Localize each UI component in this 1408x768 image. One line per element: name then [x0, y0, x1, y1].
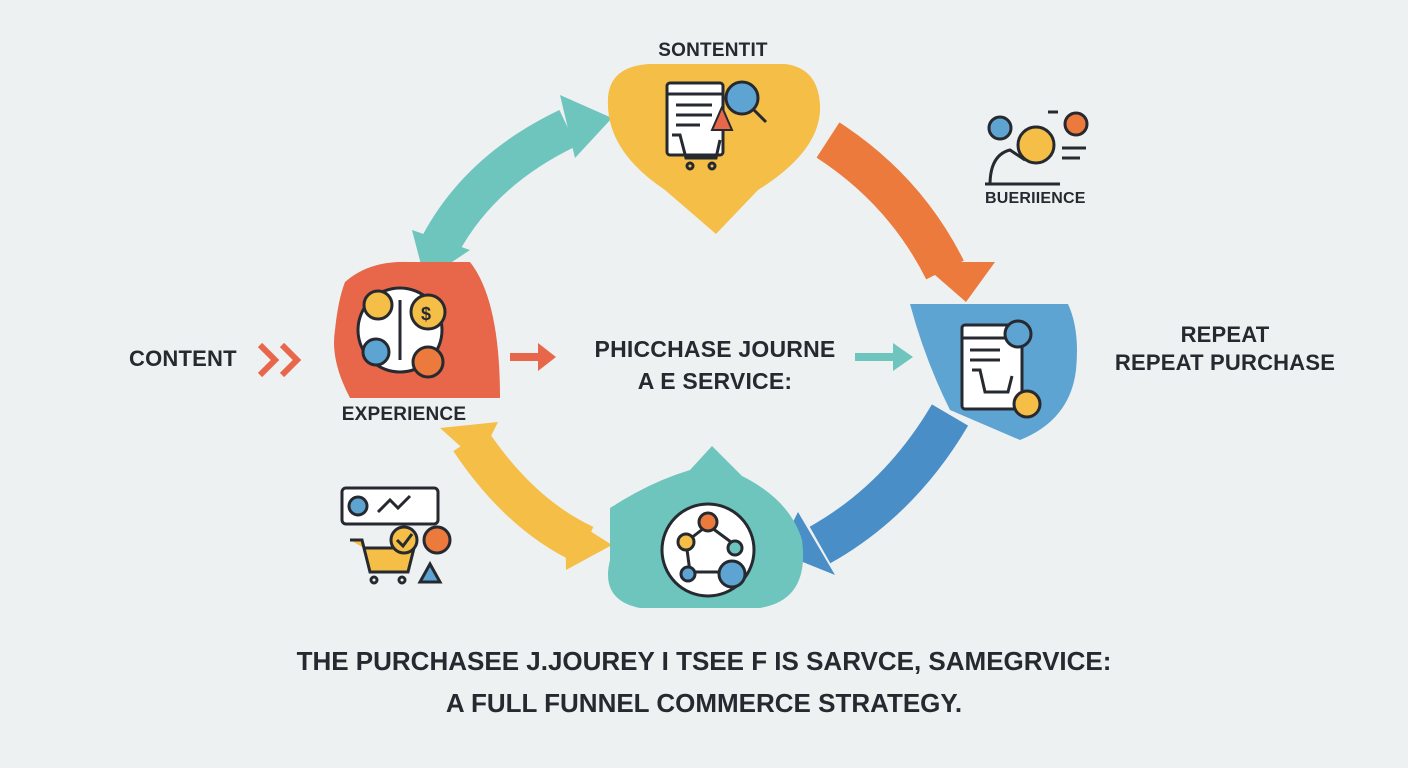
teal-small-arrow — [855, 343, 913, 371]
orange-cycle-arrow — [816, 122, 964, 280]
yellow-arrowhead-top — [440, 422, 498, 462]
warning-cone-icon — [710, 104, 734, 131]
dollar-symbol-icon: $ — [421, 304, 431, 324]
gears-dollar-icon — [356, 286, 447, 379]
center-label-line1: PHICCHASE JOURNE — [594, 336, 836, 362]
diagram-title: THE PURCHASEE J.JOUREY I TSEE F IS SARVC… — [0, 640, 1408, 724]
content-double-chevron-icon — [257, 342, 302, 378]
repeat-label-line1: REPEAT — [1180, 322, 1270, 347]
buerhence-label: BUERIIENCE — [985, 190, 1086, 207]
yellow-arrowhead-bottom — [565, 515, 612, 570]
blue-cycle-arrow — [809, 404, 969, 564]
title-line-2: A FULL FUNNEL COMMERCE STRATEGY. — [445, 688, 963, 718]
teal-cycle-arrow — [422, 109, 577, 255]
person-gear-icon — [985, 110, 1089, 186]
left-node-label: EXPERIENCE — [341, 404, 467, 425]
center-label-line2: A E SERVICE: — [637, 368, 793, 394]
network-nodes-icon — [660, 502, 756, 598]
orange-arrowhead — [920, 262, 995, 302]
title-line-1: THE PURCHASEE J.JOUREY I TSEE F IS SARVC… — [296, 646, 1112, 676]
webpage-cart-icon — [665, 81, 725, 171]
repeat-label-line2: REPEAT PURCHASE — [1114, 350, 1336, 375]
magnifier-icon — [724, 80, 768, 124]
top-node-label: SONTENTIT — [658, 40, 768, 61]
webpage-profile-cart-icon — [960, 319, 1042, 419]
red-small-arrow — [510, 343, 556, 371]
dashboard-cart-check-icon — [340, 486, 452, 585]
teal-arrowhead-top — [560, 95, 612, 158]
content-label: CONTENT — [129, 346, 237, 371]
